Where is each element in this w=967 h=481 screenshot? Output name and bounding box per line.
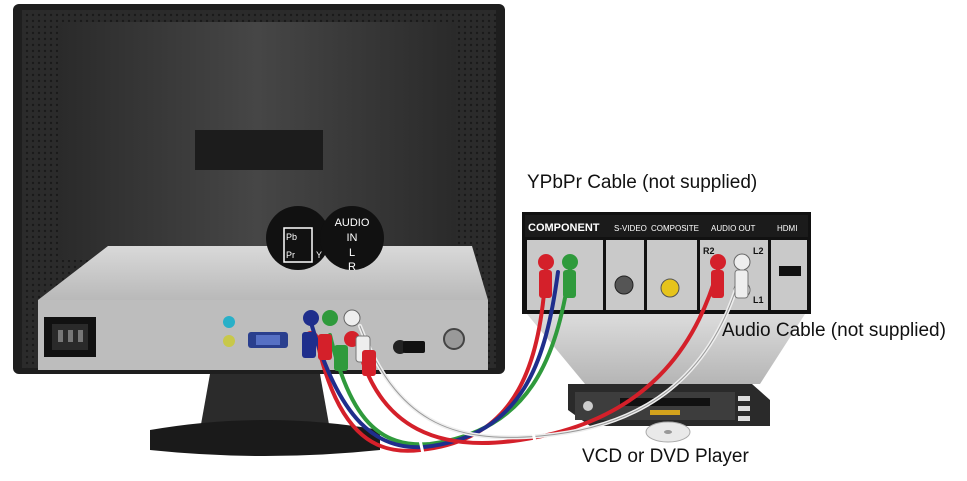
power-socket-icon — [44, 317, 96, 357]
source-y-jack-icon — [562, 254, 578, 270]
source-label-composite: COMPOSITE — [651, 224, 699, 233]
source-label-hdmi: HDMI — [777, 224, 797, 233]
vga-port-icon — [248, 332, 288, 348]
panel-zoom-funnel — [527, 314, 805, 384]
source-panel-header — [525, 215, 808, 237]
cable-break-marker — [418, 438, 426, 460]
y-cable — [328, 268, 572, 447]
source-y-plug-icon — [563, 270, 576, 298]
source-label-svideo: S-VIDEO — [614, 224, 647, 233]
pb-plug-icon — [302, 332, 316, 358]
source-hdmi-port-icon — [779, 266, 801, 276]
source-label-l1: L1 — [753, 295, 764, 305]
source-pr-plug-icon — [539, 270, 552, 298]
callout-pb: Pb — [286, 232, 297, 242]
cables — [302, 268, 749, 460]
source-audio-r-plug-icon — [711, 270, 724, 298]
composite-jack-icon — [660, 278, 680, 298]
source-label-l2: L2 — [753, 246, 764, 256]
svideo-jack-icon — [614, 275, 634, 295]
player-caption: VCD or DVD Player — [582, 446, 749, 467]
source-audio-l-plug-icon — [734, 269, 749, 299]
pb-jack-icon — [303, 310, 319, 326]
callout-l: L — [349, 247, 355, 259]
audio-cable-caption: Audio Cable (not supplied) — [722, 320, 946, 341]
audio-in-jack-icon — [223, 316, 235, 328]
pr-plug-icon — [318, 334, 332, 360]
component-callout: Pb Pr Y AUDIO IN L R — [266, 206, 384, 273]
pb-cable — [310, 270, 560, 450]
monitor-stand — [150, 374, 380, 456]
line-jack-icon — [223, 335, 235, 347]
audio-l-jack-icon — [343, 309, 361, 327]
callout-audio: AUDIO — [335, 217, 370, 229]
y-plug-icon — [334, 345, 348, 371]
source-label-audio-out: AUDIO OUT — [711, 224, 756, 233]
ypbpr-cable-caption: YPbPr Cable (not supplied) — [527, 172, 758, 193]
audio-r-plug-icon — [362, 350, 376, 376]
source-audio-l2-jack-icon — [733, 253, 751, 271]
hdmi-port-icon — [403, 341, 425, 353]
y-jack-icon — [322, 310, 338, 326]
audio-r-cable — [356, 268, 720, 445]
callout-r: R — [348, 261, 356, 273]
source-pr-jack-icon — [538, 254, 554, 270]
callout-y: Y — [316, 250, 322, 260]
cable-break-marker — [530, 426, 538, 448]
monitor-rear: Pb Pr Y AUDIO IN L R — [13, 4, 505, 374]
source-audio-r-jack-icon — [710, 254, 726, 270]
callout-in: IN — [347, 232, 358, 244]
audio-l-cable-outline — [359, 269, 743, 438]
antenna-jack-icon — [443, 328, 465, 350]
callout-pr: Pr — [286, 250, 295, 260]
dvd-player — [568, 384, 770, 443]
source-label-r2: R2 — [703, 246, 715, 256]
source-label-component: COMPONENT — [528, 222, 600, 234]
monitor-label-recess — [195, 130, 323, 170]
pr-cable — [316, 268, 548, 453]
